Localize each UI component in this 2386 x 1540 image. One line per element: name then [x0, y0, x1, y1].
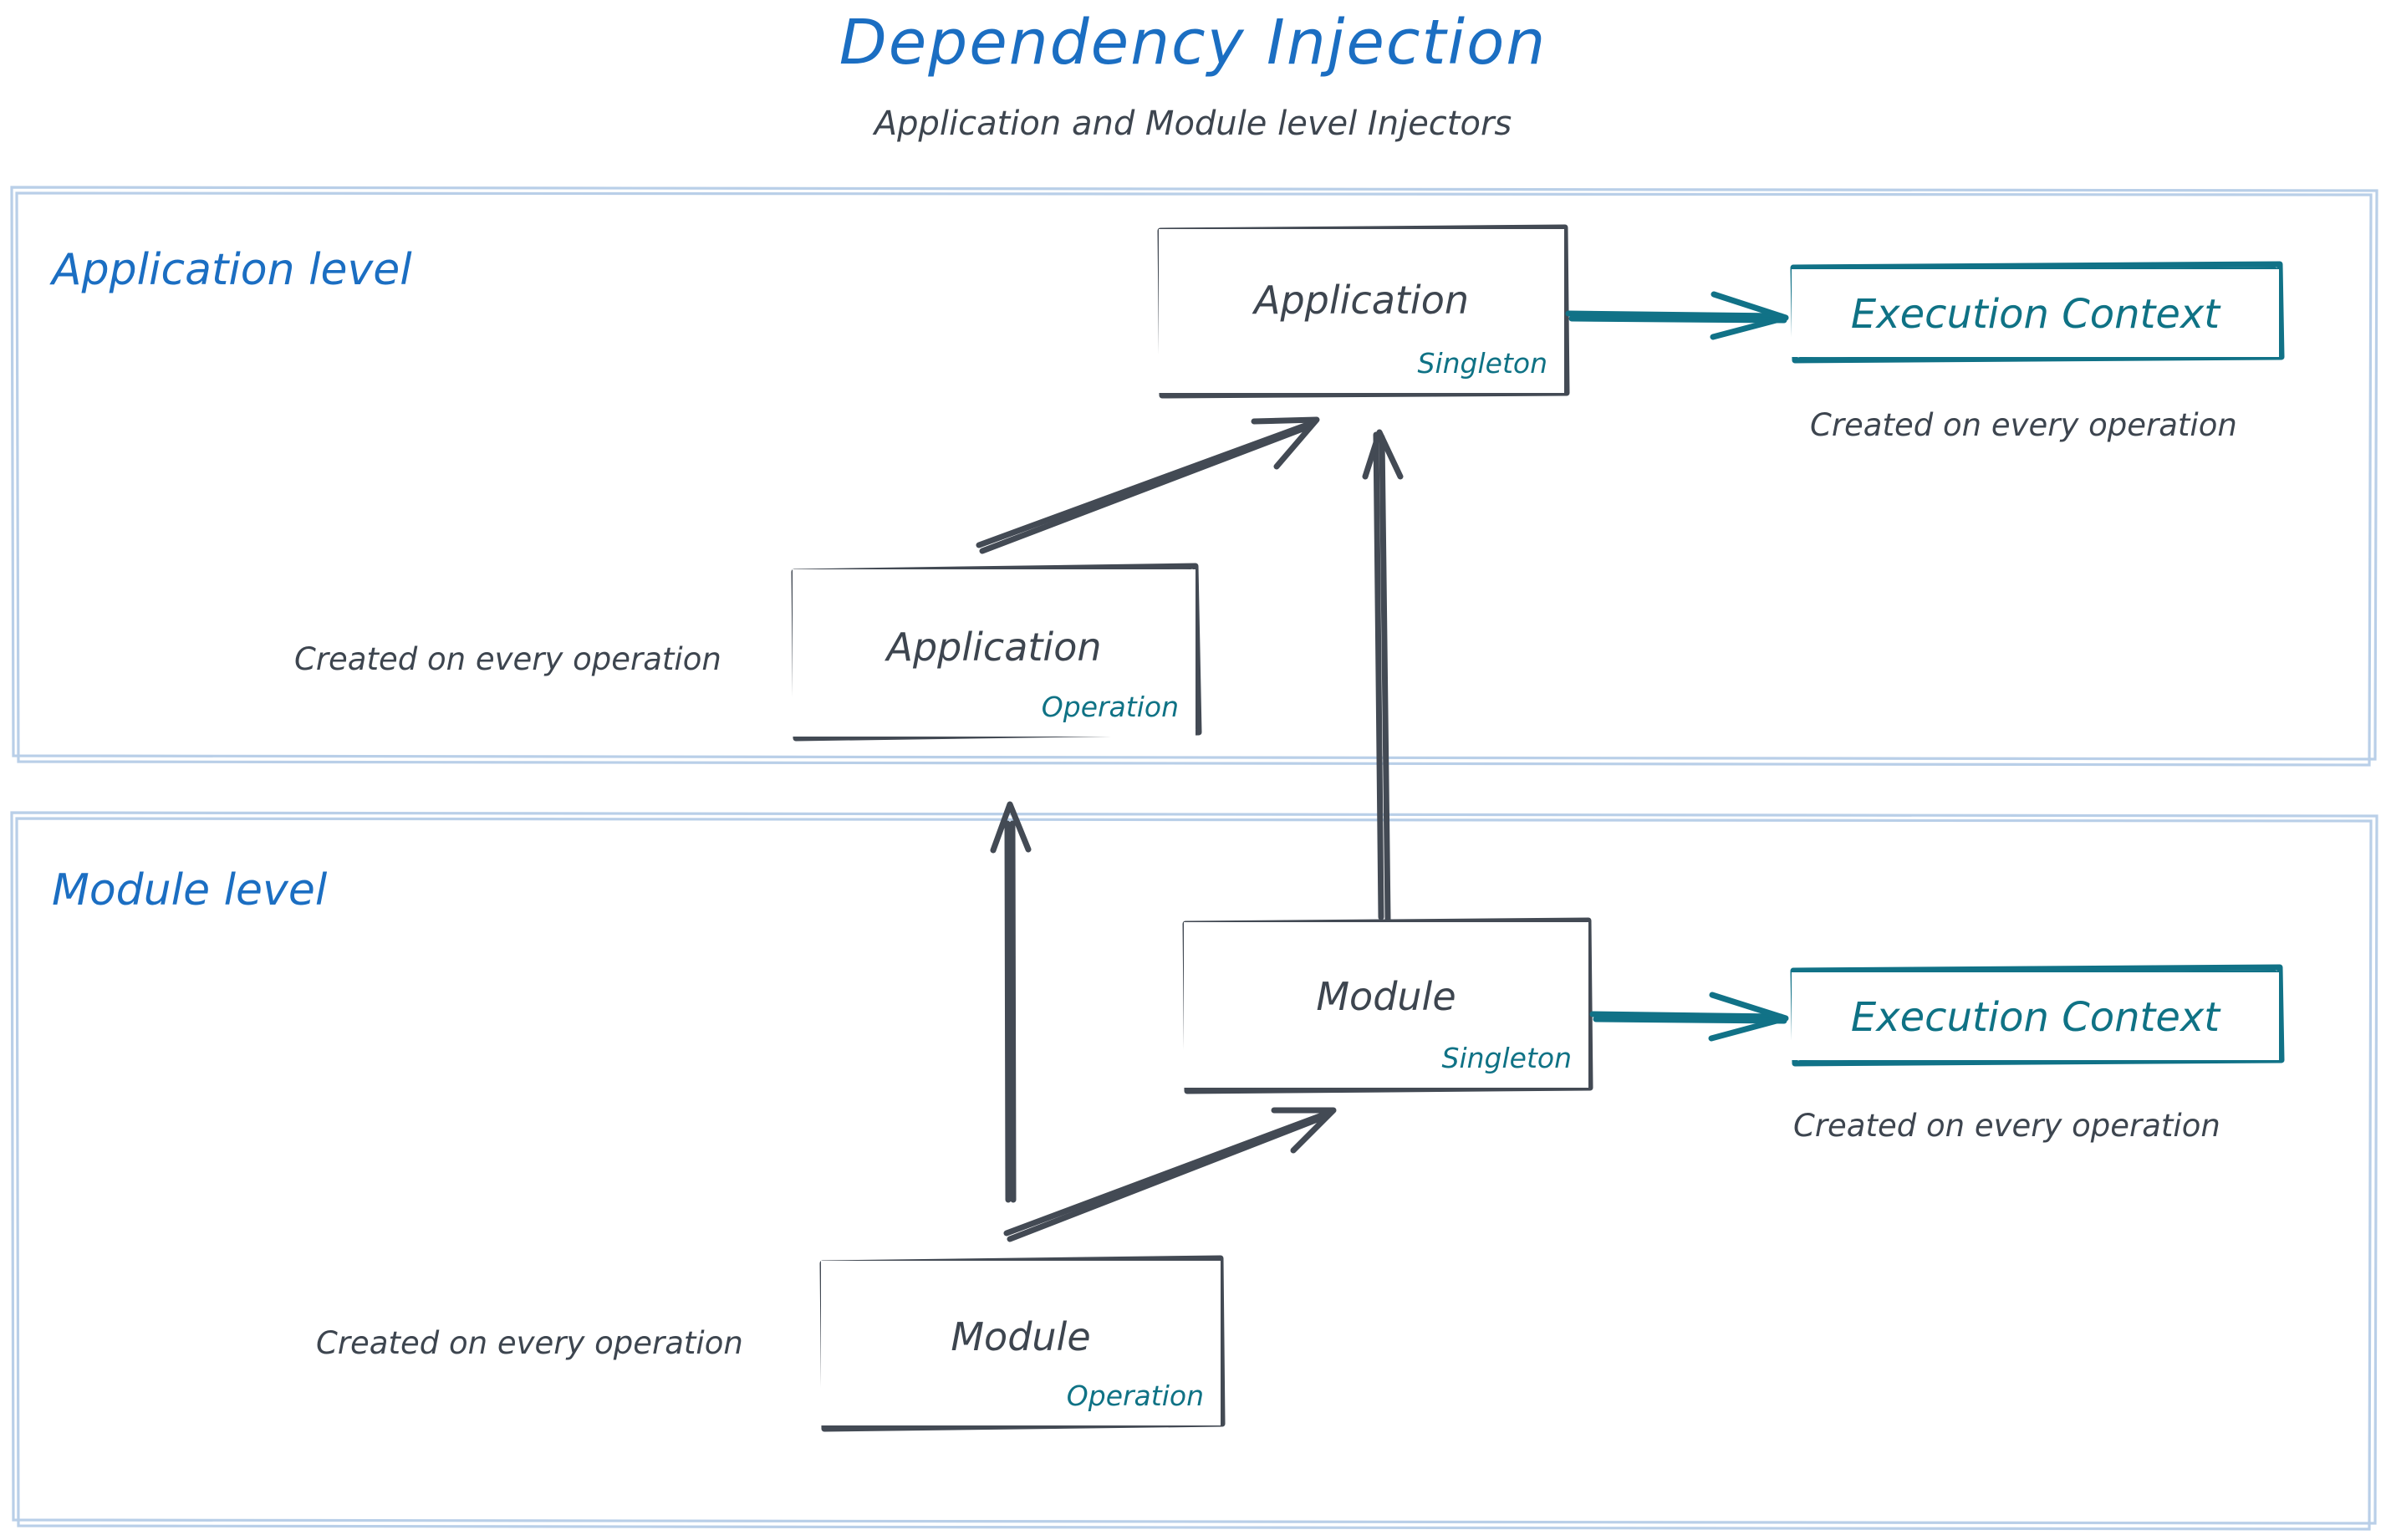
page-subtitle: Application and Module level Injectors — [874, 105, 1512, 143]
node-exec-ctx-mod[interactable]: Execution Context — [1792, 972, 2279, 1060]
arrow-app-singleton-to-exec-ctx — [1565, 291, 1789, 340]
node-exec-ctx-app[interactable]: Execution Context — [1792, 269, 2279, 357]
section-label-module-level: Module level — [52, 865, 328, 915]
note-exec-ctx-app: Created on every operation — [1810, 407, 2237, 443]
node-exec-ctx-mod-title: Execution Context — [1850, 994, 2220, 1041]
note-mod-operation: Created on every operation — [316, 1325, 743, 1361]
node-app-singleton-title: Application — [1253, 278, 1470, 323]
container-module-level — [10, 811, 2378, 1531]
node-app-operation[interactable]: Application Operation — [793, 569, 1196, 737]
node-mod-singleton-scope: Singleton — [1441, 1042, 1573, 1074]
node-app-operation-title: Application — [886, 625, 1102, 670]
node-mod-operation[interactable]: Module Operation — [821, 1261, 1221, 1425]
node-mod-singleton[interactable]: Module Singleton — [1184, 922, 1588, 1088]
container-application-level — [10, 186, 2378, 767]
page-title: Dependency Injection — [839, 7, 1547, 79]
node-app-singleton-scope: Singleton — [1417, 347, 1548, 380]
note-app-operation: Created on every operation — [294, 641, 721, 677]
node-mod-singleton-title: Module — [1316, 974, 1456, 1019]
arrow-mod-singleton-to-app-singleton — [1362, 429, 1404, 922]
node-mod-operation-scope: Operation — [1066, 1379, 1204, 1412]
arrow-mod-operation-to-app-operation — [990, 801, 1032, 1203]
arrow-mod-operation-to-mod-singleton — [1003, 1107, 1337, 1242]
note-exec-ctx-mod: Created on every operation — [1793, 1108, 2220, 1144]
node-app-singleton[interactable]: Application Singleton — [1159, 229, 1564, 393]
arrow-app-operation-to-app-singleton — [976, 416, 1320, 554]
section-label-application-level: Application level — [52, 245, 412, 295]
node-exec-ctx-app-title: Execution Context — [1850, 291, 2220, 338]
node-app-operation-scope: Operation — [1041, 691, 1179, 723]
node-mod-operation-title: Module — [951, 1314, 1091, 1359]
arrow-mod-singleton-to-exec-ctx — [1589, 992, 1789, 1042]
